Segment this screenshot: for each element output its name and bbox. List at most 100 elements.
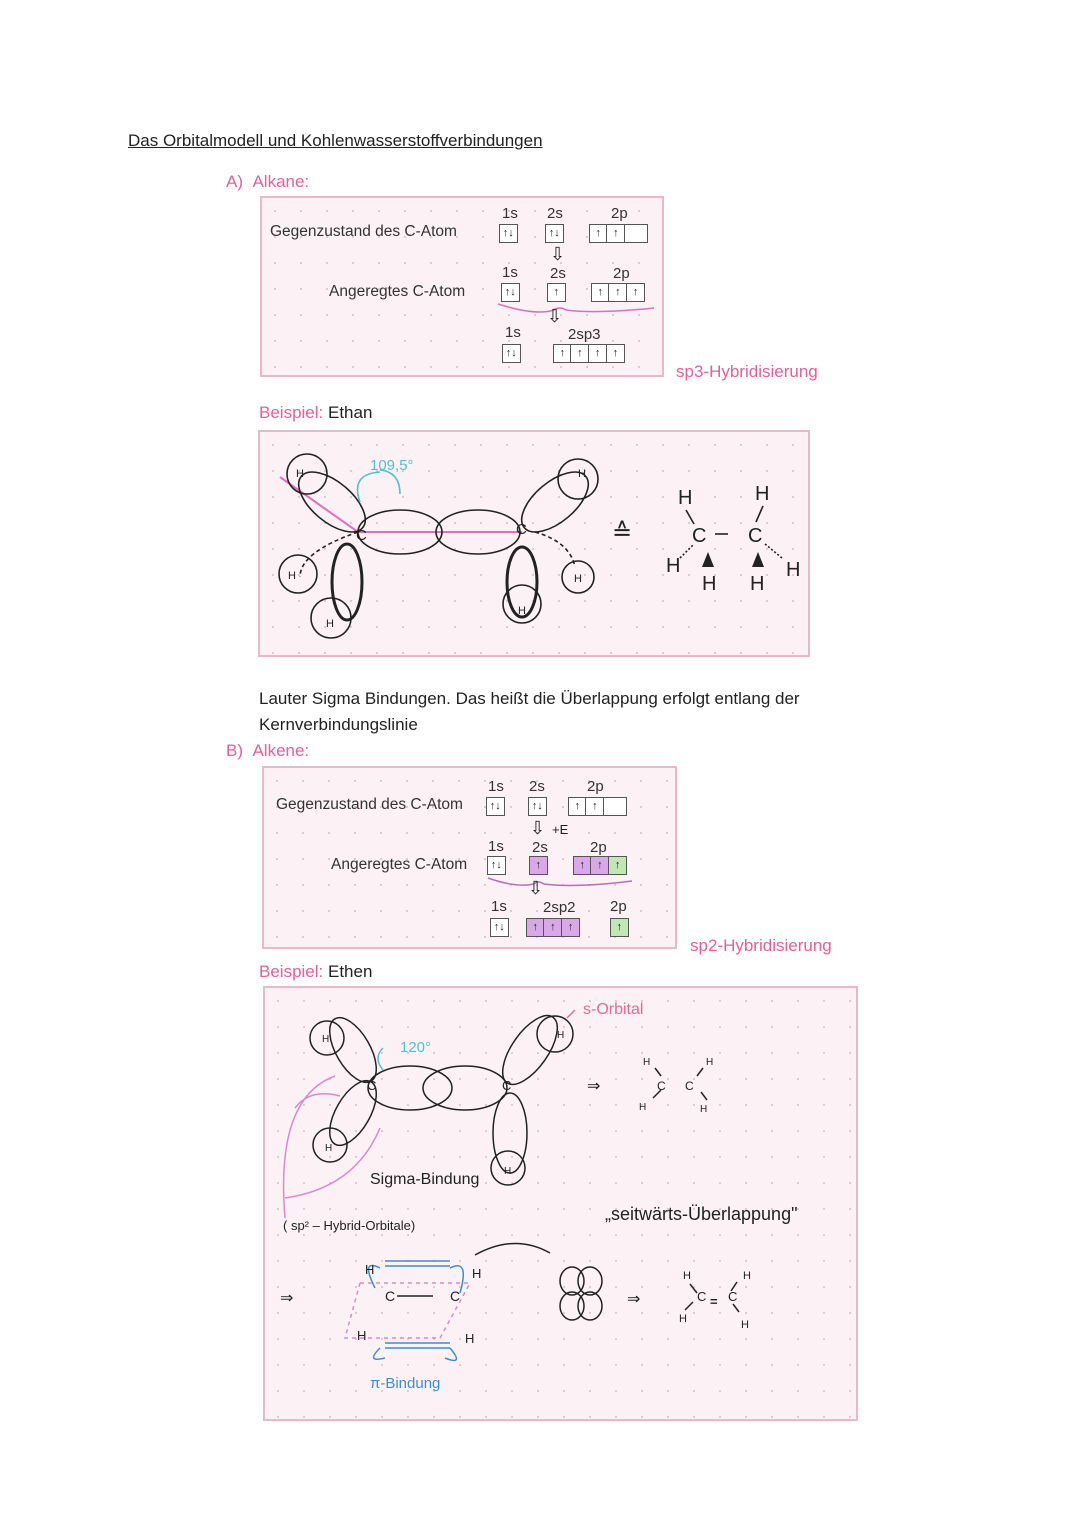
hydrogen-label: H	[678, 487, 692, 509]
brace-line	[497, 303, 655, 313]
hydrogen-label: H	[557, 1030, 564, 1041]
carbon-label: C	[516, 521, 527, 538]
hydrogen-label: H	[755, 483, 769, 505]
orbital-box-2s: ↑	[546, 283, 566, 302]
hydrogen-label: H	[288, 570, 296, 582]
hydrogen-label: H	[296, 468, 304, 480]
orbital-box-1s: ↑↓	[501, 344, 521, 363]
angle-label: 120°	[400, 1039, 431, 1056]
hydrogen-label: H	[574, 573, 582, 585]
hydrogen-label: H	[683, 1270, 691, 1282]
carbon-label: C	[748, 525, 762, 547]
angle-label: 109,5°	[370, 457, 414, 474]
orbital-label: 2p	[590, 839, 607, 856]
wedge-bond	[702, 552, 714, 567]
hydrogen-label: H	[322, 1034, 329, 1045]
hydrogen-label: H	[325, 1143, 332, 1154]
hybrid-orbitals-label: ( sp² – Hybrid-Orbitale)	[283, 1218, 415, 1233]
hydrogen-label: H	[643, 1057, 650, 1068]
down-arrow-icon: ⇩	[528, 878, 544, 898]
hydrogen-label: H	[786, 559, 800, 581]
hydrogen-label: H	[472, 1266, 481, 1281]
carbon-label: C	[657, 1079, 666, 1093]
carbon-label: C	[502, 1078, 511, 1093]
hydrogen-label: H	[706, 1057, 713, 1068]
down-arrow-icon: ⇩	[530, 818, 546, 838]
sigma-bond-label: Sigma-Bindung	[370, 1171, 479, 1188]
orbital-label: 2p	[611, 205, 628, 222]
carbon-label: C	[385, 1288, 395, 1304]
ethane-sketch: H H H H H H C C 109,5° ≙ H H C C H H H H	[278, 453, 800, 639]
brace-line	[487, 877, 633, 887]
hydrogen-label: H	[750, 573, 764, 595]
orbital-label: 1s	[488, 838, 504, 855]
energy-label: +E	[552, 822, 569, 837]
orbital-label: 1s	[488, 778, 504, 795]
example-ethene: Beispiel: Ethen	[259, 962, 373, 981]
sigma-bond-explanation: Lauter Sigma Bindungen. Das heißt die Üb…	[259, 689, 800, 734]
sp3-label: sp3-Hybridisierung	[676, 362, 818, 381]
orbital-label: 2sp3	[568, 326, 601, 343]
implies-arrow: ⇒	[627, 1291, 640, 1308]
orbital-box-1s: ↑↓	[498, 224, 518, 243]
excited-state-label: Angeregtes C-Atom	[329, 283, 466, 300]
hydrogen-label: H	[504, 1166, 511, 1177]
down-arrow-icon: ⇩	[547, 306, 563, 326]
orbital-box-2p: ↑↑	[588, 224, 649, 243]
s-orbital-label: s-Orbital	[583, 1001, 643, 1018]
orbital-label: 2s	[550, 265, 566, 282]
carbon-label: C	[697, 1289, 706, 1304]
orbital-label: 2p	[610, 898, 627, 915]
sp3-orbital-diagram: Gegenzustand des C-Atom 1s 2s 2p ↑↓ ↑↓ ↑…	[260, 196, 664, 377]
hydrogen-label: H	[518, 605, 526, 617]
orbital-box-1s: ↑↓	[500, 283, 520, 302]
orbital-box-2p: ↑↑↑	[590, 283, 646, 302]
page-title: Das Orbitalmodell und Kohlenwasserstoffv…	[128, 131, 543, 150]
orbital-box-2p: ↑↑	[567, 797, 628, 816]
hydrogen-label: H	[700, 1104, 707, 1115]
ground-state-label: Gegenzustand des C-Atom	[276, 796, 463, 813]
hydrogen-label: H	[365, 1262, 374, 1277]
ethene-orbital-drawing: H H H H C C 120° s-Orbital Sigma-Bindung…	[263, 986, 858, 1421]
ground-state-label: Gegenzustand des C-Atom	[270, 223, 457, 240]
orbital-box-2p: ↑	[609, 918, 629, 937]
hydrogen-label: H	[357, 1328, 366, 1343]
svg-text:=: =	[710, 1294, 718, 1309]
orbital-box-1s: ↑↓	[489, 918, 509, 937]
hydrogen-label: H	[326, 618, 334, 630]
hydrogen-label: H	[465, 1331, 474, 1346]
orbital-label: 2s	[532, 839, 548, 856]
hydrogen-label: H	[741, 1319, 749, 1331]
orbital-label: 2sp2	[543, 899, 576, 916]
hydrogen-label: H	[578, 468, 586, 480]
orbital-box-2p: ↑↑↑	[572, 856, 628, 875]
orbital-label: 2p	[587, 778, 604, 795]
orbital-box-1s: ↑↓	[485, 797, 505, 816]
sp2-orbital-diagram: Gegenzustand des C-Atom 1s 2s 2p ↑↓ ↑↓ ↑…	[262, 766, 677, 949]
example-ethane: Beispiel: Ethan	[259, 403, 373, 422]
section-letter: A)	[226, 172, 243, 191]
implies-arrow: ⇒	[587, 1078, 600, 1095]
section-label: Alkane:	[252, 172, 310, 191]
ethene-sketch: H H H H C C 120° s-Orbital Sigma-Bindung…	[280, 1001, 797, 1392]
ethane-orbital-drawing: H H H H H H C C 109,5° ≙ H H C C H H H H	[258, 430, 810, 657]
equivalent-sign: ≙	[612, 519, 632, 546]
hydrogen-label: H	[679, 1313, 687, 1325]
wedge-bond	[752, 552, 764, 567]
pi-bond-label: π-Bindung	[370, 1375, 440, 1392]
orbital-label: 1s	[491, 898, 507, 915]
orbital-box-1s: ↑↓	[486, 856, 506, 875]
sp2-label: sp2-Hybridisierung	[690, 936, 832, 955]
hydrogen-label: H	[666, 555, 680, 577]
implies-arrow: ⇒	[280, 1290, 293, 1307]
carbon-label: C	[692, 525, 706, 547]
orbital-label: 2s	[529, 778, 545, 795]
orbital-label: 1s	[502, 205, 518, 222]
excited-state-label: Angeregtes C-Atom	[331, 856, 468, 873]
orbital-label: 2s	[547, 205, 563, 222]
hydrogen-label: H	[743, 1270, 751, 1282]
carbon-label: C	[728, 1289, 737, 1304]
carbon-label: C	[356, 527, 367, 544]
sideways-overlap-label: „seitwärts-Überlappung"	[605, 1204, 797, 1224]
